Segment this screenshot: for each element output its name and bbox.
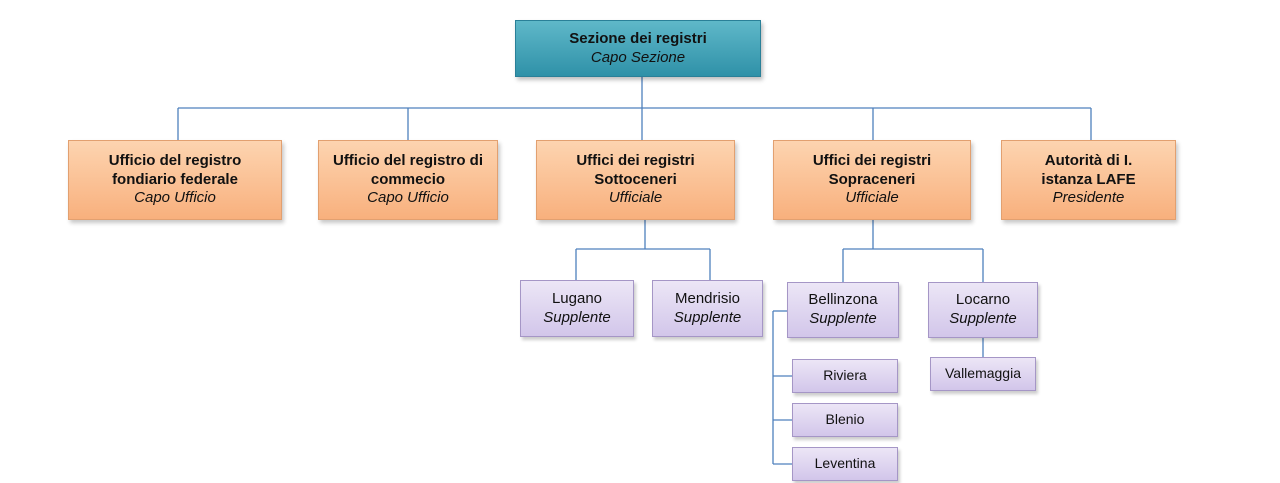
node-title: Mendrisio (674, 289, 741, 307)
node-riviera: Riviera (792, 359, 898, 393)
node-role: Capo Sezione (590, 48, 686, 66)
node-role: Capo Ufficio (367, 189, 449, 207)
node-leventina: Leventina (792, 447, 898, 481)
node-role: Supplente (949, 310, 1017, 327)
node-vallemaggia: Vallemaggia (930, 357, 1036, 391)
node-registro-fondiario: Ufficio del registro fondiario federale … (68, 140, 282, 220)
node-registro-commercio: Ufficio del registro di commecio Capo Uf… (318, 140, 498, 220)
node-role: Supplente (673, 308, 742, 326)
node-title: Uffici dei registri Sottoceneri (576, 151, 695, 188)
node-role: Ufficiale (845, 189, 899, 207)
node-registri-sottoceneri: Uffici dei registri Sottoceneri Ufficial… (536, 140, 735, 220)
node-role: Supplente (543, 308, 611, 326)
node-autorita-lafe: Autorità di I. istanza LAFE Presidente (1001, 140, 1176, 220)
node-role: Presidente (1052, 189, 1125, 207)
node-title: Blenio (825, 411, 865, 428)
node-title: Vallemaggia (944, 365, 1021, 382)
node-role: Capo Ufficio (134, 189, 216, 207)
node-role: Ufficiale (608, 189, 663, 207)
node-registri-sopraceneri: Uffici dei registri Sopraceneri Ufficial… (773, 140, 971, 220)
node-title: Autorità di I. istanza LAFE (1041, 151, 1136, 188)
node-title: Ufficio del registro di commecio (332, 151, 483, 188)
node-title: Ufficio del registro fondiario federale (108, 151, 242, 188)
node-title: Bellinzona (808, 291, 878, 309)
node-lugano: Lugano Supplente (520, 280, 634, 337)
node-locarno: Locarno Supplente (928, 282, 1038, 338)
node-role: Supplente (809, 310, 877, 327)
node-title: Uffici dei registri Sopraceneri (812, 151, 932, 188)
node-blenio: Blenio (792, 403, 898, 437)
node-title: Locarno (955, 291, 1011, 309)
node-bellinzona: Bellinzona Supplente (787, 282, 899, 338)
node-title: Lugano (551, 289, 603, 307)
node-title: Riviera (823, 367, 867, 384)
node-title: Leventina (814, 455, 876, 472)
node-mendrisio: Mendrisio Supplente (652, 280, 763, 337)
node-title: Sezione dei registri (569, 29, 707, 47)
node-sezione-dei-registri: Sezione dei registri Capo Sezione (515, 20, 761, 77)
